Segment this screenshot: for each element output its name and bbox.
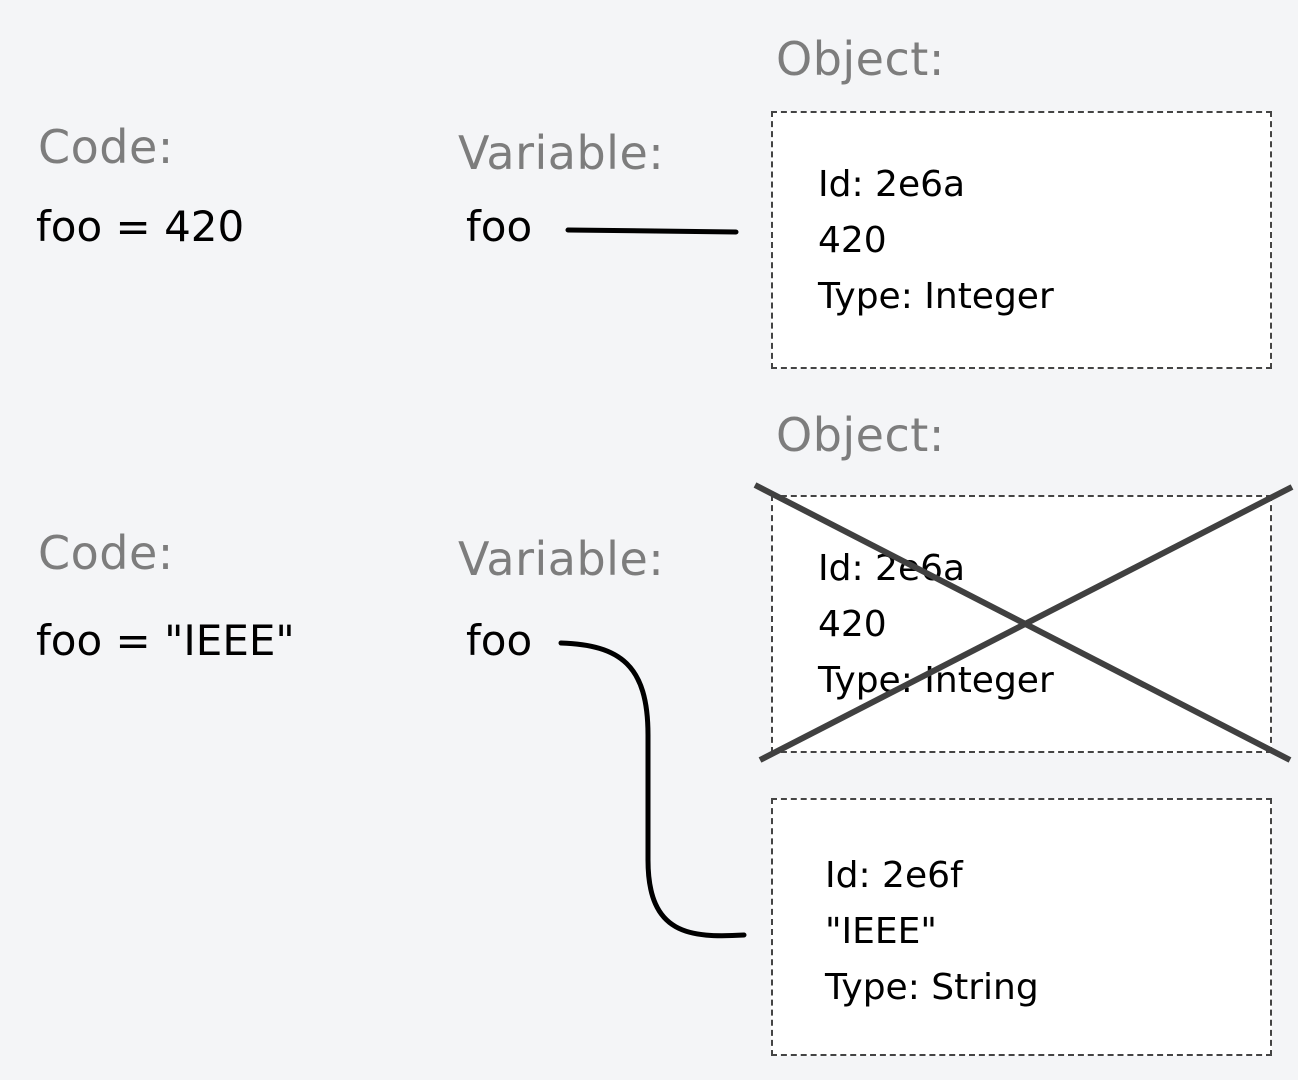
object-id: Id: 2e6a [818, 548, 966, 589]
object-value: "IEEE" [825, 911, 937, 952]
new-object-box: Id: 2e6f "IEEE" Type: String [771, 798, 1272, 1056]
reference-line-2 [558, 640, 747, 939]
object-type: Type: String [825, 967, 1039, 1008]
object-id: Id: 2e6f [825, 855, 963, 896]
object-type: Type: Integer [818, 660, 1054, 701]
object-value: 420 [818, 604, 887, 645]
object-box-1: Id: 2e6a 420 Type: Integer [771, 111, 1272, 369]
code-line-1: foo = 420 [36, 202, 245, 251]
reference-line-1 [565, 227, 739, 235]
code-heading-2: Code: [38, 526, 174, 580]
object-type: Type: Integer [818, 276, 1054, 317]
object-heading-1: Object: [776, 32, 945, 86]
variable-heading-1: Variable: [458, 126, 665, 180]
object-heading-2: Object: [776, 408, 945, 462]
code-heading-1: Code: [38, 120, 174, 174]
variable-heading-2: Variable: [458, 532, 665, 586]
object-value: 420 [818, 220, 887, 261]
code-line-2: foo = "IEEE" [36, 616, 295, 665]
variable-name-1: foo [466, 202, 533, 251]
variable-name-2: foo [466, 616, 533, 665]
object-id: Id: 2e6a [818, 164, 966, 205]
old-object-box: Id: 2e6a 420 Type: Integer [771, 495, 1272, 753]
